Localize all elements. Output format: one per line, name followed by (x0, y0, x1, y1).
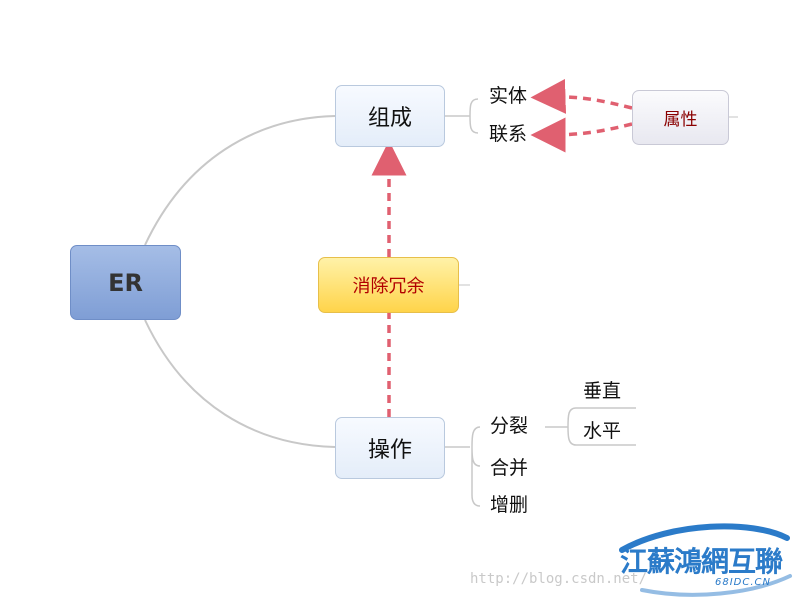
note-redundancy[interactable]: 消除冗余 (318, 257, 459, 313)
root-label: ER (108, 268, 143, 297)
bracket-split (545, 407, 636, 446)
logo-icon (619, 523, 792, 597)
leaf-entity[interactable]: 实体 (489, 85, 528, 107)
note-attribute-label: 属性 (663, 110, 698, 130)
bracket-compose (445, 98, 479, 134)
connector-root-compose (144, 115, 336, 246)
branch-compose[interactable]: 组成 (335, 85, 445, 147)
watermark-url: http://blog.csdn.net/ (470, 571, 648, 587)
leaf-vertical[interactable]: 垂直 (583, 380, 622, 402)
note-attribute[interactable]: 属性 (632, 90, 729, 145)
arrow-attribute-to-relation (530, 117, 633, 153)
branch-operate-label: 操作 (367, 438, 412, 463)
leaf-relationship[interactable]: 联系 (489, 123, 528, 145)
leaf-split[interactable]: 分裂 (490, 415, 529, 437)
logo-text: 江蘇鴻網互聯 (620, 545, 783, 578)
leaf-add-delete[interactable]: 增删 (490, 494, 529, 516)
root-node[interactable]: ER (70, 245, 181, 320)
arrow-attribute-to-entity (530, 78, 633, 114)
leaf-merge[interactable]: 合并 (490, 457, 529, 479)
leaf-horizontal[interactable]: 水平 (583, 420, 622, 442)
bracket-operate (445, 426, 481, 507)
branch-operate[interactable]: 操作 (335, 417, 445, 479)
connector-root-operate (144, 319, 336, 448)
branch-compose-label: 组成 (367, 106, 412, 131)
logo-subtext: 68IDC.CN (715, 577, 771, 588)
note-redundancy-label: 消除冗余 (352, 276, 425, 297)
